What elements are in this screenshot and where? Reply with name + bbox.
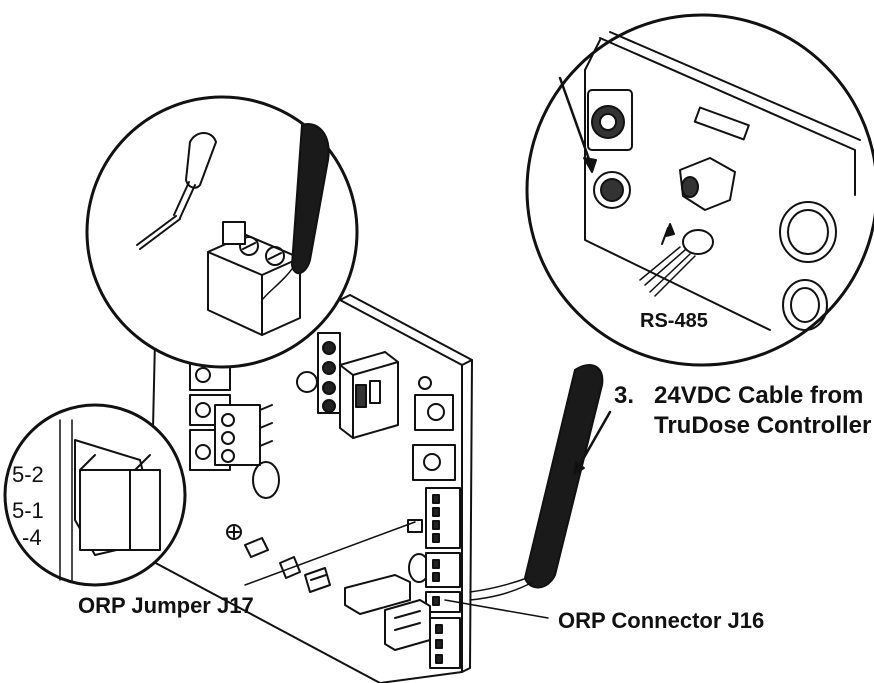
top-connector <box>317 332 341 414</box>
magnifier-enclosure <box>525 13 874 367</box>
dc-cable <box>469 364 612 601</box>
orp-jumper-j17 <box>244 537 331 593</box>
screw <box>226 524 242 540</box>
step-number: 3. <box>614 382 635 409</box>
closeup-label-2: 5-1 <box>12 498 44 523</box>
leader-line-cable <box>576 410 612 470</box>
rs485-label: RS-485 <box>640 310 708 332</box>
magnifier-closeup: 5-2 5-1 -4 <box>3 403 187 587</box>
orp-jumper-label: ORP Jumper J17 <box>78 593 254 618</box>
leader-line-j16 <box>444 599 549 619</box>
closeup-label-3: -4 <box>22 525 42 550</box>
mount-hole <box>252 461 280 499</box>
mount-hole <box>296 371 318 393</box>
magnifier-terminal <box>85 95 359 369</box>
bottom-header <box>344 574 431 651</box>
step-line-2: TruDose Controller <box>654 412 872 439</box>
leader-line-j17 <box>244 521 416 586</box>
orp-connector-label: ORP Connector J16 <box>558 608 765 633</box>
terminal-block <box>207 221 301 336</box>
circuit-board <box>149 294 549 683</box>
right-connectors <box>412 394 461 669</box>
step-line-1: 24VDC Cable from <box>654 382 864 409</box>
screwdriver-icon <box>136 132 217 250</box>
dip-switch-block <box>339 351 399 439</box>
step-callout: 3. 24VDC Cable from TruDose Controller <box>614 381 871 441</box>
left-terminal-stack <box>189 359 273 471</box>
closeup-label-1: 5-2 <box>12 462 44 487</box>
